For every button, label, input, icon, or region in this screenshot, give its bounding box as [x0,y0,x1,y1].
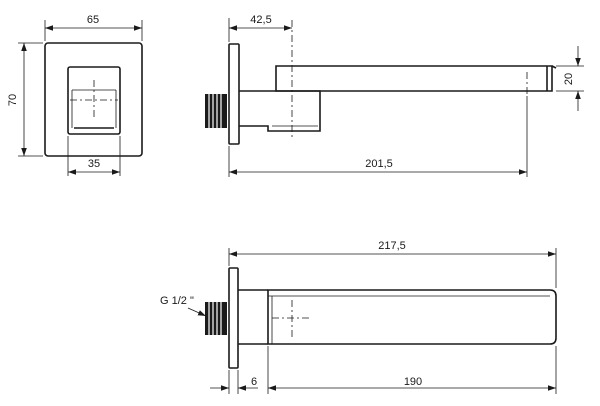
bottom-spout-length-label: 190 [404,376,422,388]
side-view-top: 42,5 20 201,5 [205,14,584,177]
top-spout-tube [275,65,553,92]
top-flange [228,43,240,145]
bottom-thread-label: G 1/2 " [160,295,194,307]
bottom-thread-lines [208,302,222,335]
front-inner-width-label: 35 [88,158,100,170]
top-tube-height-label: 20 [563,73,575,85]
top-flange-offset-label: 42,5 [250,14,271,26]
bottom-thread-body [205,302,227,335]
top-total-length-label: 201,5 [365,158,393,170]
top-thread-body [205,94,227,128]
front-spout-face [67,66,121,135]
bottom-flange-thickness-label: 6 [251,376,257,388]
top-connector-body [239,90,321,132]
front-plate-outline [44,42,143,157]
top-spout-end-cap-outer [551,65,557,69]
front-height-label: 70 [7,94,19,106]
side-view-bottom: 217,5 G 1/2 " 6 190 [160,240,557,394]
bottom-thread-leader [187,307,207,317]
front-width-label: 65 [87,14,99,26]
front-view: 65 70 35 [7,14,143,176]
bottom-spout-body [267,289,557,345]
bottom-total-length-label: 217,5 [378,240,406,252]
bottom-flange [228,267,239,369]
top-thread-lines [208,94,222,128]
